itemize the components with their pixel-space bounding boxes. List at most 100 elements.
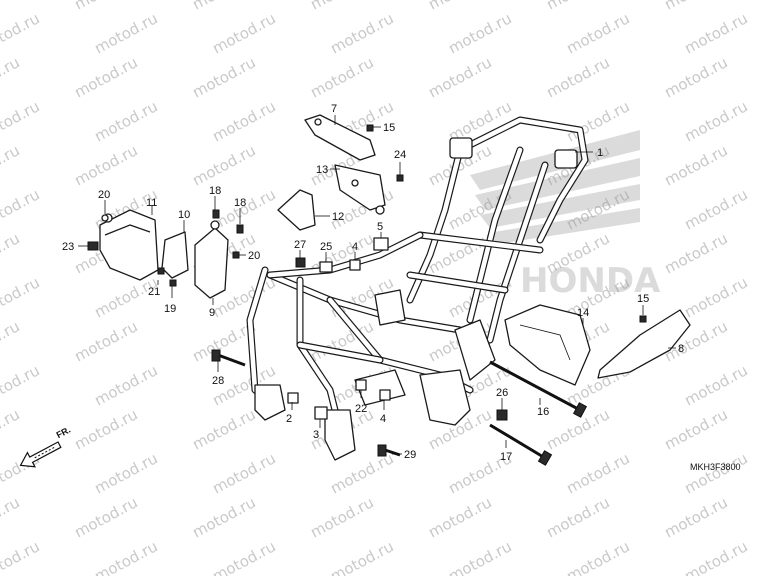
callout-1: 1 — [597, 147, 603, 159]
watermark-text: motod.ru — [425, 53, 494, 101]
watermark-text: motod.ru — [661, 405, 730, 453]
honda-logo-text: HONDA — [520, 261, 661, 301]
battery-box-11 — [99, 209, 159, 281]
watermark-text: motod.ru — [0, 0, 23, 14]
watermark-text: motod.ru — [189, 405, 258, 453]
watermark-text: motod.ru — [543, 53, 612, 101]
watermark-text: motod.ru — [0, 53, 23, 101]
watermark-text: motod.ru — [445, 537, 514, 576]
watermark-text: motod.ru — [445, 9, 514, 57]
watermark-text: motod.ru — [0, 317, 23, 365]
watermark-text: motod.ru — [563, 449, 632, 497]
watermark-text: motod.ru — [563, 9, 632, 57]
watermark-text: motod.ru — [425, 493, 494, 541]
bracket-10 — [161, 231, 189, 279]
callout-12: 12 — [332, 211, 344, 223]
watermark-text: motod.ru — [681, 9, 750, 57]
callout-4-lower: 4 — [380, 413, 386, 425]
callout-11: 11 — [146, 197, 157, 209]
watermark-text: motod.ru — [0, 9, 43, 57]
callout-15-top: 15 — [383, 122, 395, 134]
watermark-text: motod.ru — [0, 229, 23, 277]
watermark-text: motod.ru — [0, 405, 23, 453]
front-indicator-label: FR. — [55, 425, 72, 441]
watermark-text: motod.ru — [71, 405, 140, 453]
diagram-code: MKH3F3800 — [690, 462, 741, 472]
watermark-text: motod.ru — [661, 141, 730, 189]
callout-24: 24 — [394, 149, 406, 161]
watermark-text: motod.ru — [661, 229, 730, 277]
watermark-text: motod.ru — [0, 493, 23, 541]
callout-19: 19 — [164, 303, 176, 315]
callout-2: 2 — [286, 413, 292, 425]
watermark-text: motod.ru — [661, 0, 730, 14]
watermark-text: motod.ru — [681, 273, 750, 321]
callout-10: 10 — [178, 209, 190, 221]
small-fasteners — [101, 124, 647, 420]
watermark-text: motod.ru — [209, 449, 278, 497]
watermark-text: motod.ru — [563, 537, 632, 576]
watermark-text: motod.ru — [0, 273, 43, 321]
watermark-text: motod.ru — [91, 9, 160, 57]
watermark-text: motod.ru — [0, 361, 43, 409]
watermark-text: motod.ru — [543, 0, 612, 14]
callout-18-left: 18 — [209, 185, 221, 197]
watermark-text: motod.ru — [0, 141, 23, 189]
watermark-text: motod.ru — [681, 537, 750, 576]
watermark-text: motod.ru — [91, 361, 160, 409]
watermark-text: motod.ru — [91, 97, 160, 145]
bracket-9 — [194, 220, 229, 299]
callout-25: 25 — [320, 241, 332, 253]
callout-13: 13 — [316, 164, 328, 176]
callout-16: 16 — [537, 406, 549, 418]
watermark-text: motod.ru — [681, 97, 750, 145]
watermark-text: motod.ru — [189, 53, 258, 101]
front-arrow: FR. — [19, 425, 72, 468]
cover-8 — [597, 309, 691, 379]
watermark-text: motod.ru — [209, 97, 278, 145]
callout-7: 7 — [331, 103, 337, 115]
watermark-text: motod.ru — [543, 493, 612, 541]
callout-4-upper: 4 — [352, 241, 358, 253]
callout-28: 28 — [212, 375, 224, 387]
callout-22: 22 — [355, 403, 367, 415]
watermark-text: motod.ru — [327, 9, 396, 57]
watermark-text: motod.ru — [681, 361, 750, 409]
watermark-text: motod.ru — [71, 141, 140, 189]
callout-21: 21 — [148, 286, 160, 298]
callout-14: 14 — [577, 307, 589, 319]
callout-3: 3 — [313, 429, 319, 441]
watermark-text: motod.ru — [209, 537, 278, 576]
bolt-26 — [496, 409, 508, 421]
watermark-text: motod.ru — [307, 493, 376, 541]
bolt-16 — [489, 360, 588, 418]
watermark-text: motod.ru — [71, 317, 140, 365]
watermark-text: motod.ru — [681, 449, 750, 497]
callout-27: 27 — [294, 239, 306, 251]
watermark-text: motod.ru — [91, 449, 160, 497]
bolt-23 — [87, 241, 99, 251]
watermark-text: motod.ru — [189, 493, 258, 541]
cover-14 — [504, 304, 591, 386]
callout-17: 17 — [500, 451, 512, 463]
watermark-text: motod.ru — [661, 493, 730, 541]
watermark-text: motod.ru — [681, 185, 750, 233]
watermark-text: motod.ru — [307, 0, 376, 14]
watermark-text: motod.ru — [0, 185, 43, 233]
callout-9: 9 — [209, 307, 215, 319]
watermark-text: motod.ru — [425, 0, 494, 14]
watermark-text: motod.ru — [0, 97, 43, 145]
callout-15-right: 15 — [637, 293, 649, 305]
callouts: 1 2 3 4 4 5 6 7 8 9 10 11 12 — [62, 103, 684, 463]
callout-5: 5 — [377, 221, 383, 233]
callout-8: 8 — [678, 343, 684, 355]
watermark-text: motod.ru — [71, 493, 140, 541]
watermark-text: motod.ru — [209, 9, 278, 57]
watermark-text: motod.ru — [189, 0, 258, 14]
watermark-text: motod.ru — [91, 537, 160, 576]
callout-20-left: 20 — [98, 189, 110, 201]
bolt-17 — [489, 423, 553, 466]
watermark-text: motod.ru — [661, 53, 730, 101]
